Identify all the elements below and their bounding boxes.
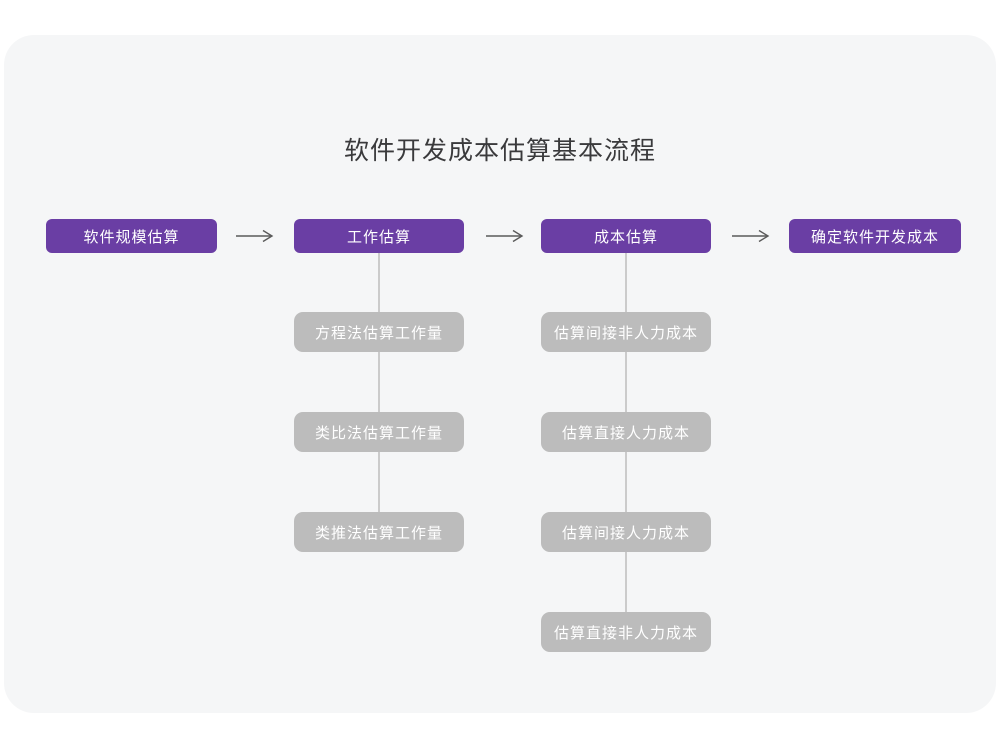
substep-direct-labor-cost: 估算直接人力成本 <box>541 412 711 452</box>
substep-equation-method: 方程法估算工作量 <box>294 312 464 352</box>
substep-indirect-labor-cost: 估算间接人力成本 <box>541 512 711 552</box>
flow-arrow-icon-3 <box>732 229 770 243</box>
flowchart-card: 软件开发成本估算基本流程 软件规模估算 工作估算 成本估算 确定软件开发成本 方… <box>4 35 996 713</box>
stage-software-scale-estimation: 软件规模估算 <box>46 219 217 253</box>
stage-cost-estimation: 成本估算 <box>541 219 711 253</box>
stage-determine-development-cost: 确定软件开发成本 <box>789 219 961 253</box>
flow-arrow-icon-1 <box>236 229 274 243</box>
stage-effort-estimation: 工作估算 <box>294 219 464 253</box>
flow-arrow-icon-2 <box>486 229 524 243</box>
substep-analogy-method: 类比法估算工作量 <box>294 412 464 452</box>
effort-connector-line <box>378 253 380 533</box>
diagram-title: 软件开发成本估算基本流程 <box>343 137 656 165</box>
substep-extrapolation-method: 类推法估算工作量 <box>294 512 464 552</box>
substep-indirect-non-labor-cost: 估算间接非人力成本 <box>541 312 711 352</box>
substep-direct-non-labor-cost: 估算直接非人力成本 <box>541 612 711 652</box>
